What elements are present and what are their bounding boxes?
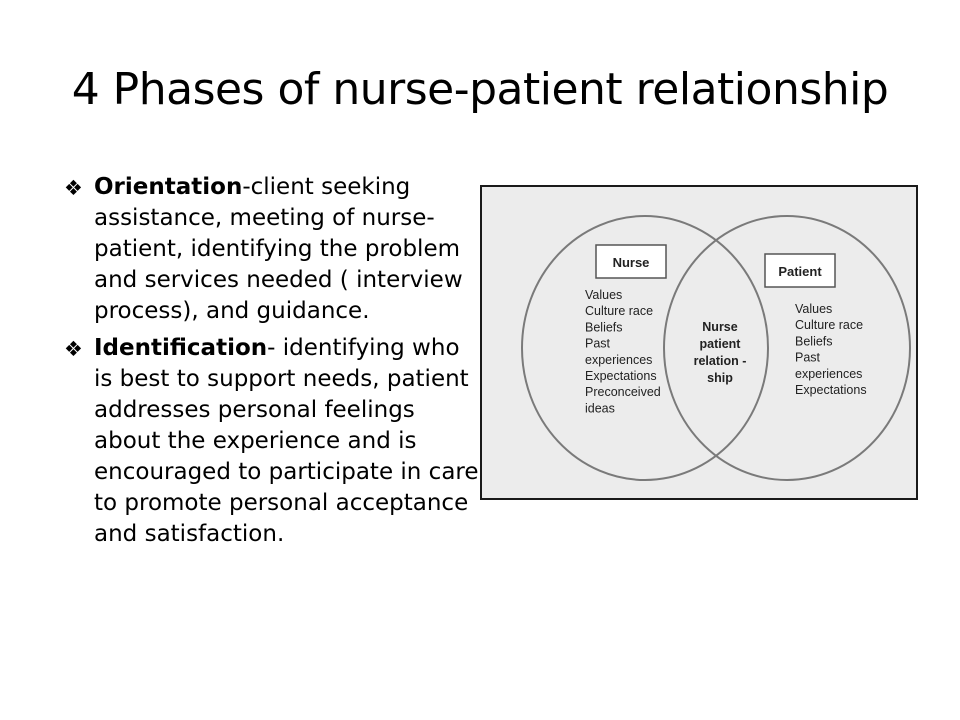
patient-item: Values xyxy=(795,302,832,316)
patient-item: Beliefs xyxy=(795,334,833,348)
patient-item: Culture race xyxy=(795,318,863,332)
nurse-circle xyxy=(521,215,769,481)
bullet-text: - identifying who is best to support nee… xyxy=(94,335,479,547)
bullet-term: Identification xyxy=(94,335,268,361)
patient-circle xyxy=(663,215,911,481)
bullet-text: -client seeking assistance, meeting of n… xyxy=(94,174,463,324)
nurse-item: Expectations xyxy=(585,369,657,383)
patient-item: Expectations xyxy=(795,383,867,397)
nurse-label-box xyxy=(595,244,667,279)
nurse-item: Beliefs xyxy=(585,320,623,334)
patient-item: experiences xyxy=(795,367,862,381)
nurse-label: Nurse xyxy=(613,255,650,270)
venn-background xyxy=(482,187,916,498)
nurse-item: Values xyxy=(585,288,622,302)
relationship-line: ship xyxy=(707,371,733,385)
bullet-list: ❖ Orientation-client seeking assistance,… xyxy=(60,172,480,556)
patient-label-box xyxy=(764,253,836,288)
diamond-bullet-icon: ❖ xyxy=(64,337,83,361)
relationship-line: patient xyxy=(700,337,742,351)
patient-label: Patient xyxy=(778,264,822,279)
shared-relationship: Nurse patient relation - ship xyxy=(694,320,747,385)
nurse-item: Past xyxy=(585,337,611,351)
bullet-term: Orientation xyxy=(94,174,243,200)
slide-title: 4 Phases of nurse-patient relationship xyxy=(71,64,889,115)
nurse-item: experiences xyxy=(585,353,652,367)
relationship-line: Nurse xyxy=(702,320,737,334)
patient-item: Past xyxy=(795,351,821,365)
nurse-item: ideas xyxy=(585,401,615,415)
diamond-bullet-icon: ❖ xyxy=(64,176,83,200)
relationship-line: relation - xyxy=(694,354,747,368)
nurse-item: Preconceived xyxy=(585,385,661,399)
nurse-item: Culture race xyxy=(585,304,653,318)
bullet-orientation: ❖ Orientation-client seeking assistance,… xyxy=(60,172,480,327)
bullet-identification: ❖ Identification- identifying who is bes… xyxy=(60,333,480,550)
